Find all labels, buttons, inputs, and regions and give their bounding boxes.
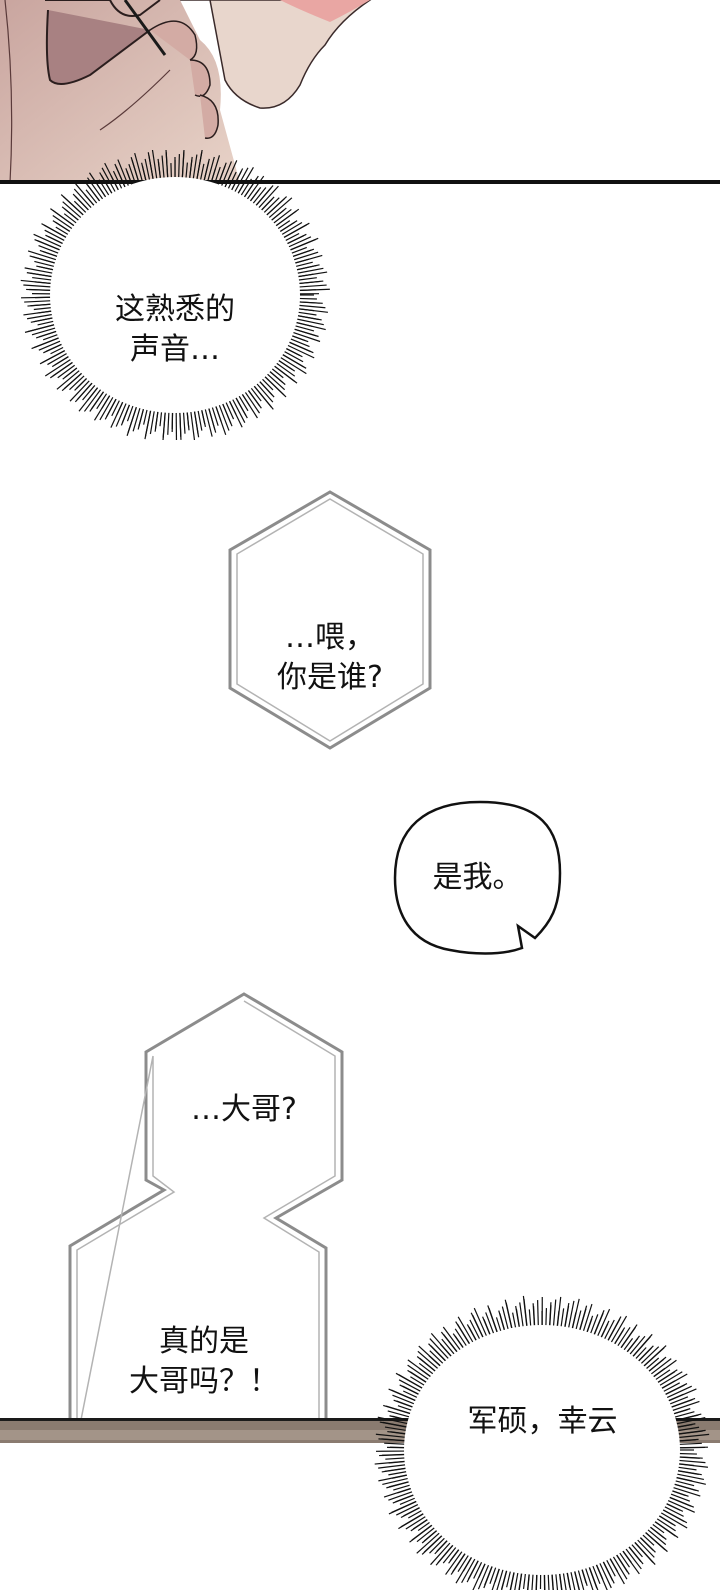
hexagon-bubble: …喂，你是谁? [226, 488, 434, 752]
thought-burst-bubble-bottom: 军硕，幸云 [370, 1290, 715, 1590]
bubble-text-thought-2: 军硕，幸云 [410, 1402, 675, 1442]
bubble-text-hex-1: …喂，你是谁? [240, 578, 420, 698]
bubble-text-hex-3: 真的是大哥吗？！ [94, 1282, 314, 1402]
stacked-hexagon-bubble: …大哥? 真的是大哥吗？！ [64, 990, 344, 1440]
speech-bubble: 是我。 [390, 798, 565, 958]
bubble-text-thought-1: 这熟悉的声音… [75, 250, 275, 370]
thought-burst-bubble: 这熟悉的声音… [20, 150, 330, 440]
bubble-text-speech-1: 是我。 [410, 858, 545, 898]
bubble-text-hex-2: …大哥? [164, 1090, 324, 1130]
